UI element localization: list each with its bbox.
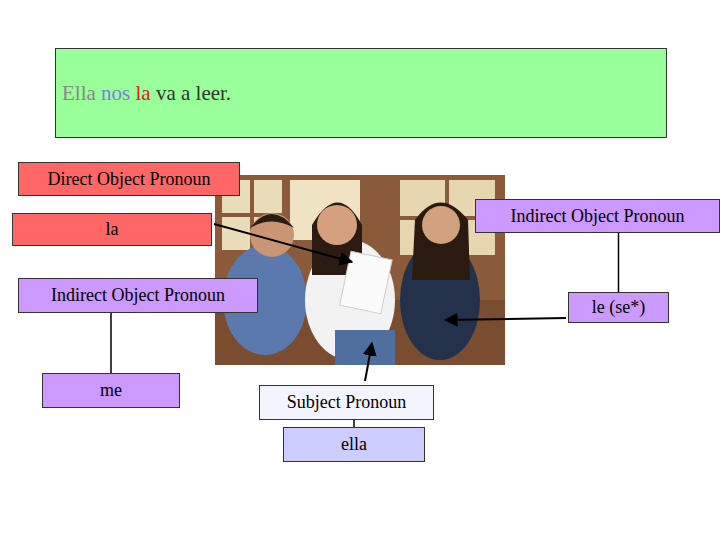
pronoun-label: la bbox=[106, 219, 119, 240]
connector-line bbox=[618, 233, 620, 292]
pronoun-box: ella bbox=[283, 427, 425, 462]
category-box: Indirect Object Pronoun bbox=[475, 199, 720, 233]
leader-arrow bbox=[365, 343, 372, 381]
pronoun-label: Subject Pronoun bbox=[287, 392, 407, 413]
pronoun-box: le (se*) bbox=[568, 292, 669, 323]
sentence-word: va a leer. bbox=[156, 81, 231, 106]
sentence-word: nos bbox=[101, 81, 130, 106]
leader-arrow bbox=[445, 318, 566, 320]
pronoun-label: le (se*) bbox=[592, 297, 645, 318]
sentence-word: Ella bbox=[62, 81, 96, 106]
photo bbox=[215, 175, 505, 365]
pronoun-box: la bbox=[12, 213, 212, 246]
pronoun-label: ella bbox=[341, 434, 367, 455]
category-box: Subject Pronoun bbox=[259, 385, 434, 420]
pronoun-label: me bbox=[100, 380, 122, 401]
sentence-word: la bbox=[136, 81, 151, 106]
category-box: Indirect Object Pronoun bbox=[18, 278, 258, 313]
connector-line bbox=[353, 420, 355, 427]
category-box: Direct Object Pronoun bbox=[18, 162, 240, 196]
pronoun-label: Direct Object Pronoun bbox=[48, 169, 211, 190]
pronoun-box: me bbox=[42, 373, 180, 408]
sentence-box: Ellanoslava a leer. bbox=[55, 48, 667, 138]
connector-line bbox=[110, 313, 112, 373]
pronoun-label: Indirect Object Pronoun bbox=[51, 285, 225, 306]
pronoun-label: Indirect Object Pronoun bbox=[511, 206, 685, 227]
leader-arrow bbox=[214, 224, 352, 262]
